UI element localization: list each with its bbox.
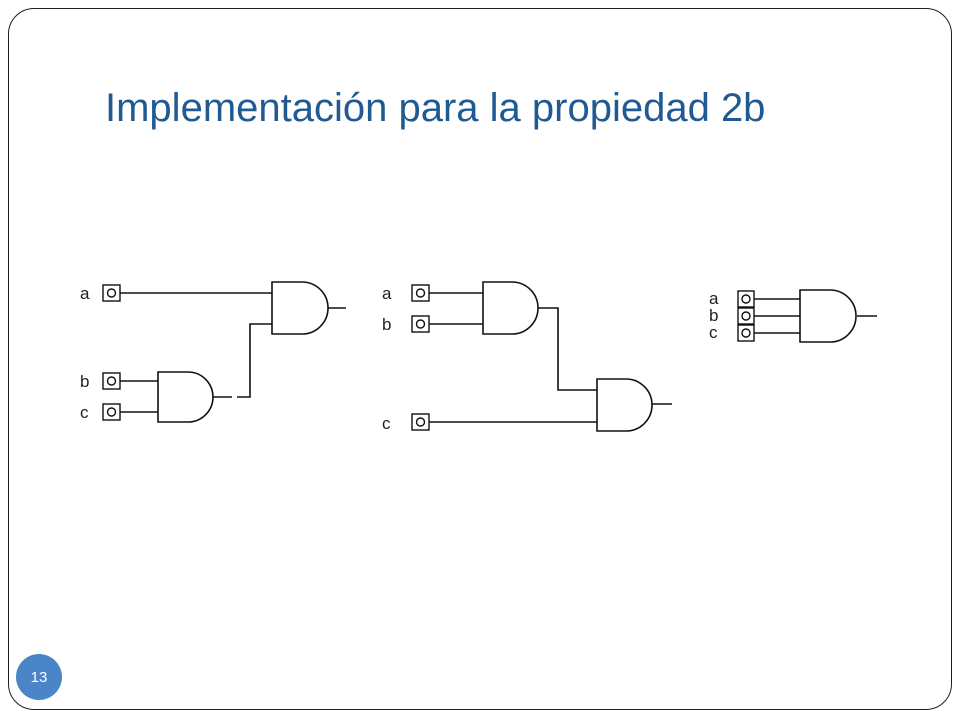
circuit-2-wires [429, 292, 672, 423]
circuit-3-label-a: a [709, 289, 719, 308]
circuit-2-and-gate-ab [482, 281, 539, 335]
circuit-3: a b c [709, 289, 877, 343]
circuit-1: a b c [80, 281, 346, 423]
circuit-1-pin-b [102, 372, 121, 390]
circuit-1-label-a: a [80, 284, 90, 303]
circuit-2-pin-a [411, 284, 430, 302]
circuit-3-wires [754, 298, 877, 334]
slide-title: Implementación para la propiedad 2b [105, 86, 766, 130]
circuit-1-label-c: c [80, 403, 89, 422]
page-number-badge: 13 [16, 654, 62, 700]
circuit-3-and-gate-3input [799, 289, 857, 343]
circuit-1-and-gate-bc [157, 371, 214, 423]
circuit-1-and-gate-output [271, 281, 329, 335]
circuit-3-pin-c [737, 324, 755, 342]
circuit-1-label-b: b [80, 372, 89, 391]
circuit-1-pin-a [102, 284, 121, 302]
circuit-3-label-c: c [709, 323, 718, 342]
circuit-3-pin-a [737, 290, 755, 308]
circuit-2-and-gate-output [596, 378, 653, 432]
circuit-2-pin-b [411, 315, 430, 333]
circuit-2-label-c: c [382, 414, 391, 433]
circuit-2-label-a: a [382, 284, 392, 303]
circuit-3-label-b: b [709, 306, 718, 325]
circuit-3-pin-b [737, 307, 755, 325]
circuit-2-label-b: b [382, 315, 391, 334]
circuit-2: a b c [382, 281, 672, 433]
circuit-1-pin-c [102, 403, 121, 421]
slide-frame [8, 8, 952, 710]
circuit-1-wires [120, 292, 346, 413]
circuit-2-pin-c [411, 413, 430, 431]
